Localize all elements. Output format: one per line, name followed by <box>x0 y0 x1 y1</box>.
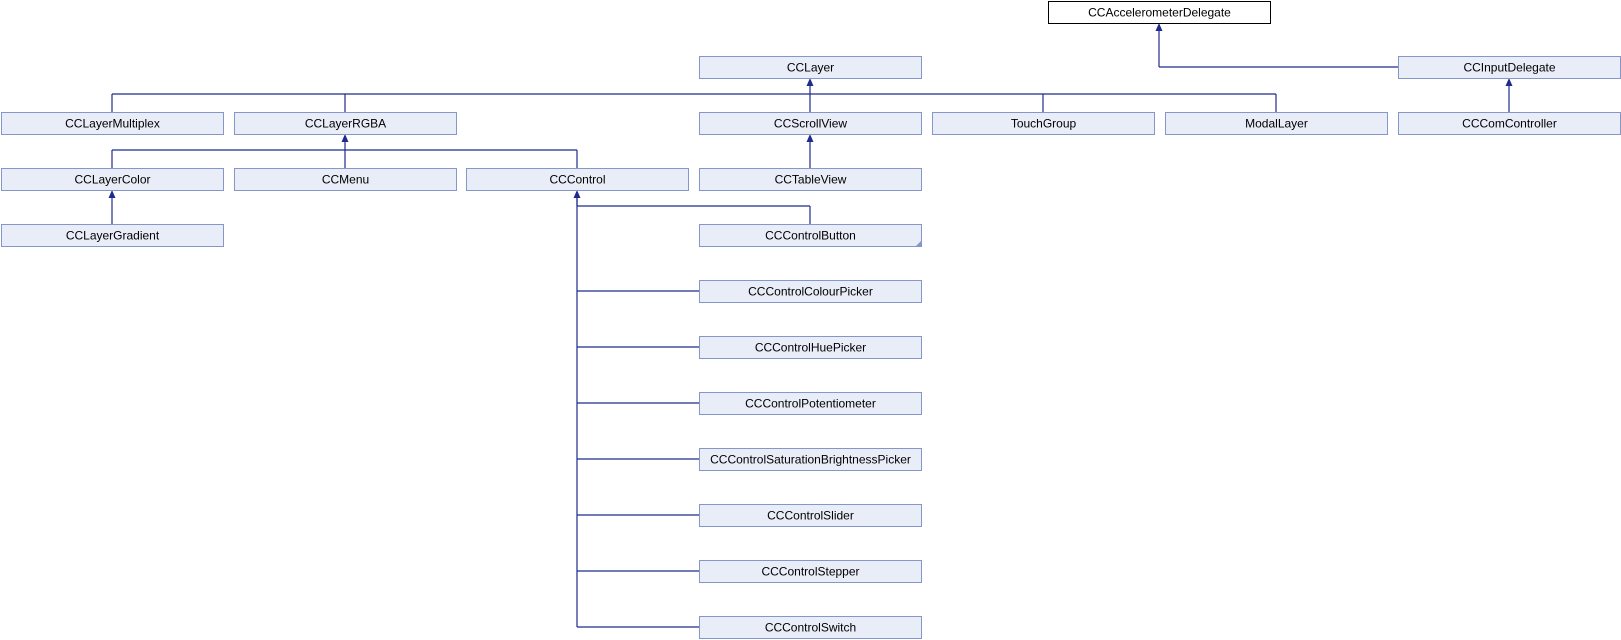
class-label: CCScrollView <box>774 117 847 131</box>
class-label: CCControlHuePicker <box>755 341 866 355</box>
class-label: CCControlStepper <box>761 565 859 579</box>
class-label: CCLayerColor <box>74 173 150 187</box>
arrow-into-cc-scroll-view <box>806 134 814 142</box>
class-label: CCAccelerometerDelegate <box>1088 6 1231 20</box>
edges-layer <box>108 23 1513 628</box>
class-label: CCMenu <box>322 173 369 187</box>
class-box[interactable] <box>1 112 224 135</box>
class-label: CCTableView <box>775 173 847 187</box>
class-box[interactable] <box>699 224 922 247</box>
arrow-into-cc-input-delegate <box>1505 78 1513 86</box>
class-label: CCComController <box>1462 117 1557 131</box>
arrow-into-cc-layer-rgba <box>341 134 349 142</box>
class-box[interactable] <box>932 112 1155 135</box>
class-node-cc-layer[interactable]: CCLayer <box>699 56 922 79</box>
class-box[interactable] <box>1 224 224 247</box>
class-node-cc-control-saturation-brightness-picker[interactable]: CCControlSaturationBrightnessPicker <box>699 448 922 471</box>
class-label: CCLayerGradient <box>66 229 160 243</box>
class-node-cc-com-controller[interactable]: CCComController <box>1398 112 1621 135</box>
class-node-cc-layer-color[interactable]: CCLayerColor <box>1 168 224 191</box>
class-node-cc-layer-multiplex[interactable]: CCLayerMultiplex <box>1 112 224 135</box>
class-box[interactable] <box>234 168 457 191</box>
class-label: CCControlPotentiometer <box>745 397 876 411</box>
class-label: CCLayerMultiplex <box>65 117 160 131</box>
arrow-into-cc-layer <box>806 78 814 86</box>
class-node-cc-control-button[interactable]: CCControlButton <box>699 224 922 247</box>
class-node-modal-layer[interactable]: ModalLayer <box>1165 112 1388 135</box>
class-node-cc-control-slider[interactable]: CCControlSlider <box>699 504 922 527</box>
class-node-touch-group[interactable]: TouchGroup <box>932 112 1155 135</box>
class-box[interactable] <box>1 168 224 191</box>
class-node-cc-menu[interactable]: CCMenu <box>234 168 457 191</box>
class-node-cc-control[interactable]: CCControl <box>466 168 689 191</box>
class-box[interactable] <box>234 112 457 135</box>
class-label: TouchGroup <box>1011 117 1077 131</box>
class-label: CCControl <box>549 173 605 187</box>
arrow-into-cc-layer-color <box>108 190 116 198</box>
class-label: CCControlSwitch <box>765 621 856 635</box>
class-box[interactable] <box>1048 1 1271 24</box>
class-node-cc-control-hue-picker[interactable]: CCControlHuePicker <box>699 336 922 359</box>
class-node-cc-layer-rgba[interactable]: CCLayerRGBA <box>234 112 457 135</box>
class-node-cc-control-potentiometer[interactable]: CCControlPotentiometer <box>699 392 922 415</box>
class-label: CCControlSaturationBrightnessPicker <box>710 453 911 467</box>
class-box[interactable] <box>699 560 922 583</box>
class-node-cc-layer-gradient[interactable]: CCLayerGradient <box>1 224 224 247</box>
arrow-into-cc-control <box>573 190 581 198</box>
class-box[interactable] <box>699 168 922 191</box>
class-node-cc-control-stepper[interactable]: CCControlStepper <box>699 560 922 583</box>
class-box[interactable] <box>699 448 922 471</box>
class-label: CCControlColourPicker <box>748 285 873 299</box>
more-subclasses-marker <box>915 240 922 247</box>
class-node-cc-control-colour-picker[interactable]: CCControlColourPicker <box>699 280 922 303</box>
arrow-into-cc-accelerometer-delegate <box>1155 23 1163 31</box>
class-box[interactable] <box>699 504 922 527</box>
class-node-cc-scroll-view[interactable]: CCScrollView <box>699 112 922 135</box>
class-box[interactable] <box>699 112 922 135</box>
class-label: CCLayerRGBA <box>305 117 386 131</box>
class-label: CCControlSlider <box>767 509 854 523</box>
class-box[interactable] <box>699 616 922 639</box>
class-node-cc-control-switch[interactable]: CCControlSwitch <box>699 616 922 639</box>
class-box[interactable] <box>466 168 689 191</box>
class-label: CCControlButton <box>765 229 856 243</box>
class-box[interactable] <box>699 280 922 303</box>
class-box[interactable] <box>699 56 922 79</box>
class-label: CCInputDelegate <box>1463 61 1555 75</box>
class-box[interactable] <box>1165 112 1388 135</box>
class-box[interactable] <box>699 392 922 415</box>
class-node-cc-accelerometer-delegate[interactable]: CCAccelerometerDelegate <box>1048 1 1271 24</box>
class-box[interactable] <box>699 336 922 359</box>
class-node-cc-input-delegate[interactable]: CCInputDelegate <box>1398 56 1621 79</box>
class-label: CCLayer <box>787 61 834 75</box>
class-node-cc-table-view[interactable]: CCTableView <box>699 168 922 191</box>
class-label: ModalLayer <box>1245 117 1308 131</box>
